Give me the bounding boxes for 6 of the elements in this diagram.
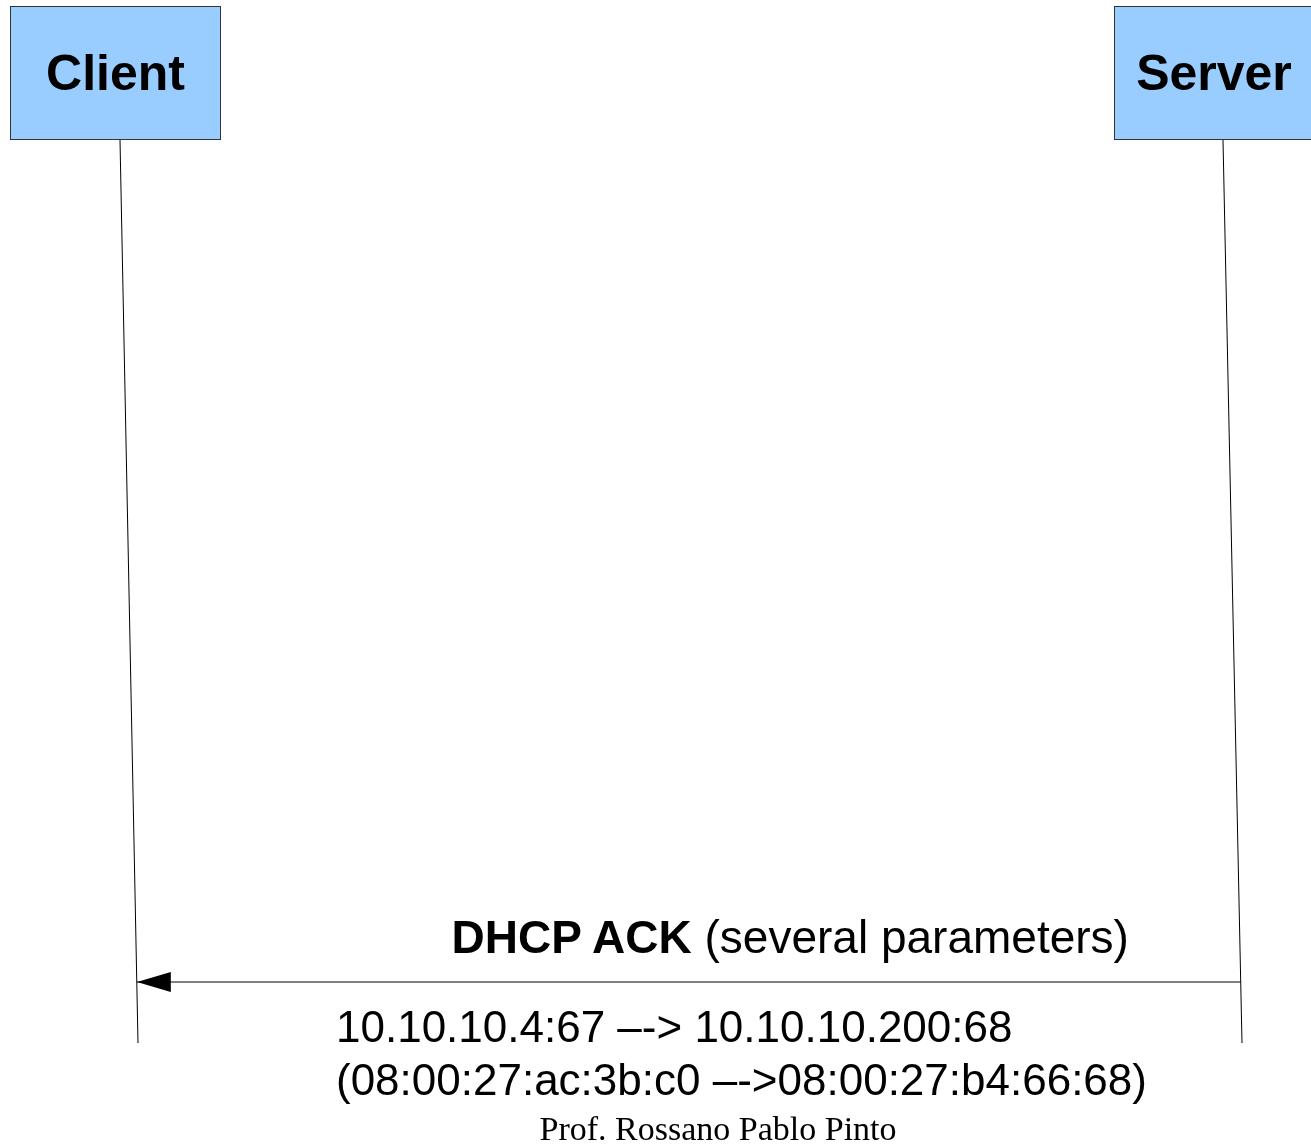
message-arrow [136, 972, 1242, 992]
address-text: 10.10.10.4:67 –-> 10.10.10.200:68 [336, 1005, 1013, 1049]
author-credit: Prof. Rossano Pablo Pinto [539, 1112, 897, 1146]
participant-name: Server [1136, 44, 1292, 102]
participant-name: Client [46, 44, 185, 102]
address-text: (08:00:27:ac:3b:c0 –->08:00:27:b4:66:68) [336, 1058, 1147, 1102]
